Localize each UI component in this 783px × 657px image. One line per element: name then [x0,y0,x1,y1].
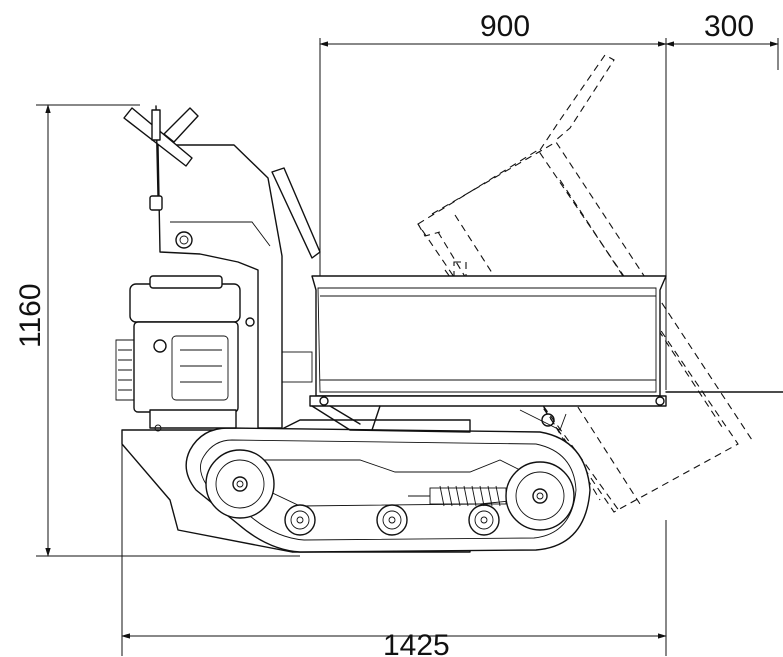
engine [115,275,241,432]
road-wheel-icon [468,504,500,536]
road-wheel-icon [376,504,408,536]
dim-label-1160: 1160 [14,283,47,348]
dim-label-300: 300 [704,10,754,43]
tension-spring-icon [408,485,507,507]
dimension-lines [36,38,779,656]
road-wheel-icon [284,504,316,536]
dump-bed [309,275,783,433]
dim-label-900: 900 [480,10,530,43]
control-tower [123,105,321,429]
track-assembly [185,427,591,553]
dim-label-1425: 1425 [383,629,450,657]
